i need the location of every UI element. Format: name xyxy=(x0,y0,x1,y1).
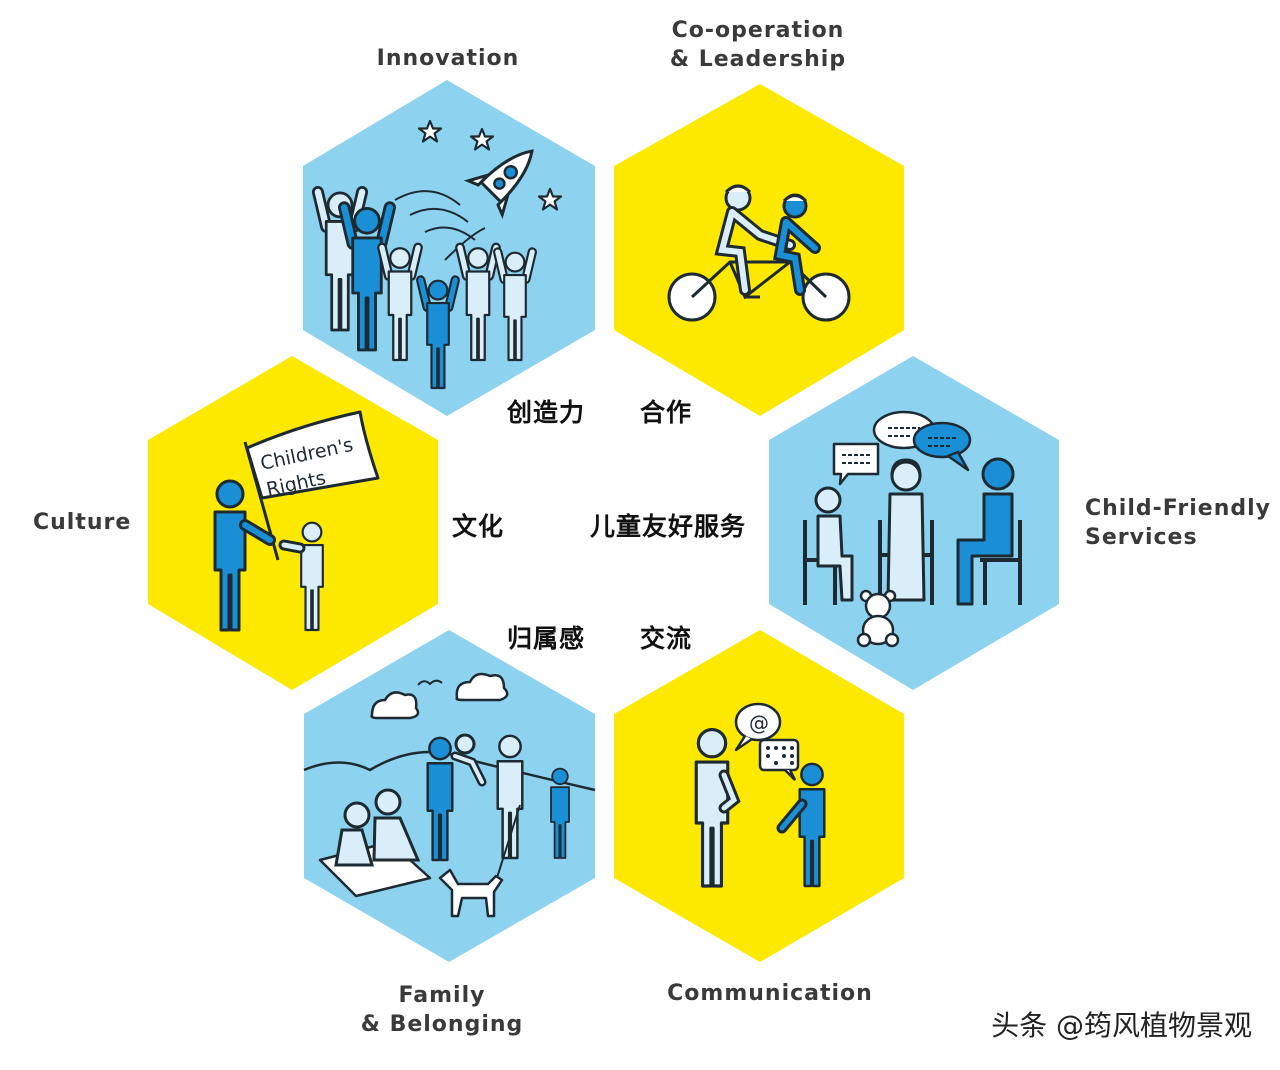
cloud-icon xyxy=(370,691,420,720)
label-cooperation-line1: Co-operation xyxy=(671,18,845,43)
zh-label-services: 儿童友好服务 xyxy=(590,512,747,541)
conversation-icon: @ xyxy=(694,702,826,888)
label-innovation-line1: Innovation xyxy=(376,46,520,71)
hexagon-communication: @ xyxy=(614,630,904,962)
zh-label-culture: 文化 xyxy=(452,512,505,541)
label-innovation: Innovation xyxy=(358,44,538,73)
label-culture: Culture xyxy=(33,508,131,537)
label-family-line2: & Belonging xyxy=(360,1012,524,1037)
hexagon-culture: Children's Rights xyxy=(148,356,438,690)
label-cooperation: Co-operation & Leadership xyxy=(658,16,858,74)
label-culture-line1: Culture xyxy=(33,510,132,535)
zh-label-family: 归属感 xyxy=(507,624,586,653)
hexagon-innovation xyxy=(303,80,595,416)
label-communication-line1: Communication xyxy=(667,981,873,1006)
label-family-line1: Family xyxy=(398,983,486,1008)
teddy-bear-icon xyxy=(856,589,900,648)
dog-icon xyxy=(438,868,504,918)
label-communication: Communication xyxy=(655,979,885,1008)
zh-label-cooperation: 合作 xyxy=(640,398,693,427)
label-services-line1: Child-Friendly xyxy=(1085,496,1271,521)
tandem-bicycle-icon xyxy=(667,184,851,322)
label-cooperation-line2: & Leadership xyxy=(669,47,847,72)
at-sign-icon: @ xyxy=(749,711,769,735)
label-family: Family & Belonging xyxy=(347,981,537,1039)
rocket-crowd-icon xyxy=(318,119,563,388)
counseling-group-icon xyxy=(803,410,1022,648)
hexagon-cooperation xyxy=(614,84,904,416)
hexagon-family xyxy=(303,630,596,962)
zh-label-innovation: 创造力 xyxy=(507,398,586,427)
label-services-line2: Services xyxy=(1085,525,1198,550)
hexagon-services xyxy=(769,356,1059,690)
watermark: 头条 @筠风植物景观 xyxy=(991,1009,1252,1042)
zh-label-communication: 交流 xyxy=(640,624,693,653)
family-park-icon xyxy=(303,672,596,918)
label-services: Child-Friendly Services xyxy=(1085,494,1271,552)
cloud-icon xyxy=(455,672,509,702)
